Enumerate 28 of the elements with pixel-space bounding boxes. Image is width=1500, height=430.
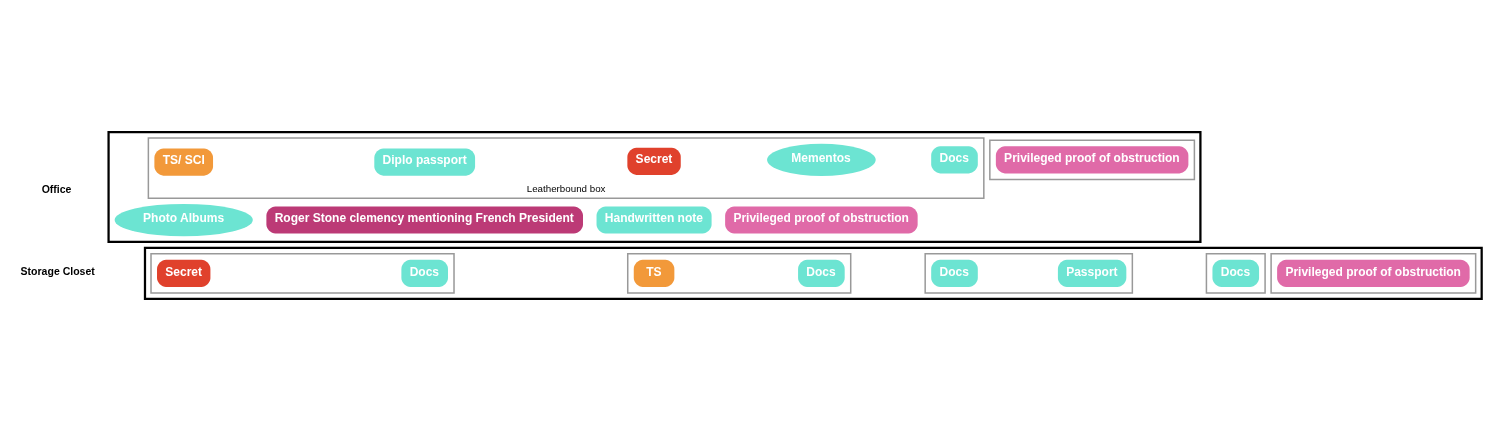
node-box: Docs xyxy=(1212,259,1260,287)
cluster xyxy=(1270,252,1477,294)
node-box: TS/ SCI xyxy=(154,148,214,176)
node-box: Secret xyxy=(157,259,211,287)
node-box: Privileged proof of obstruction xyxy=(1277,259,1470,287)
node-box: Docs xyxy=(798,259,845,287)
node-box: Docs xyxy=(931,145,978,173)
node-box: TS xyxy=(633,259,675,287)
node-ellipse: Mementos xyxy=(767,143,876,176)
node-box: Passport xyxy=(1057,259,1127,287)
cluster xyxy=(150,252,455,294)
cluster xyxy=(989,139,1196,180)
cluster xyxy=(924,252,1134,294)
cluster xyxy=(627,252,852,294)
node-box: Privileged proof of obstruction xyxy=(995,145,1189,173)
node-box: Diplo passport xyxy=(374,148,476,176)
node-box: Docs xyxy=(931,259,978,287)
node-ellipse: Photo Albums xyxy=(114,203,253,236)
node-box: Privileged proof of obstruction xyxy=(725,206,918,234)
label: Office xyxy=(41,182,72,195)
node-box: Docs xyxy=(401,259,448,287)
cluster xyxy=(107,130,1202,243)
cluster xyxy=(143,246,1483,300)
node-box: Secret xyxy=(627,147,681,175)
cluster xyxy=(1205,252,1266,294)
label: Storage Closet xyxy=(20,264,95,277)
node-box: Handwritten note xyxy=(596,206,712,234)
node-box: Roger Stone clemency mentioning French President xyxy=(266,206,583,234)
